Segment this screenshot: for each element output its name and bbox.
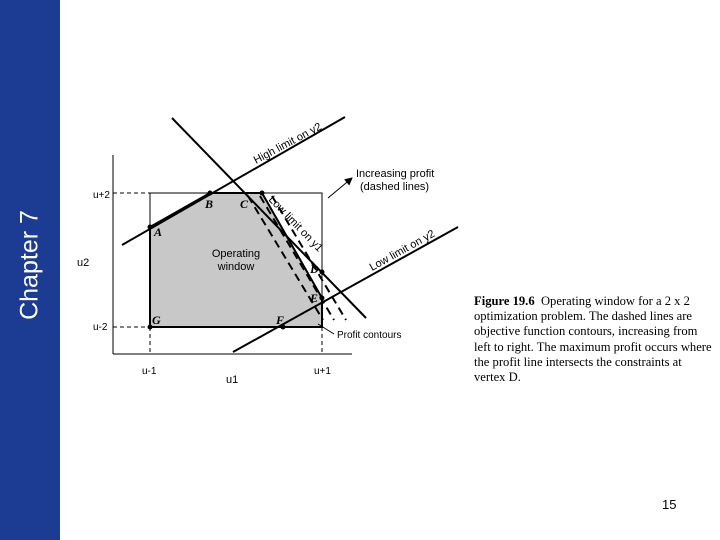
- vertex-g-label: G: [152, 313, 161, 327]
- low-limit-y2-line: [232, 226, 459, 353]
- figure-number: Figure 19.6: [474, 294, 535, 308]
- profit-contour-line: [271, 195, 347, 321]
- page-number: 15: [662, 497, 677, 512]
- low-limit-y1-line: [171, 117, 367, 319]
- u1-minus-label: u-1: [142, 366, 157, 377]
- low-limit-y2-label: Low limit on y2: [368, 228, 437, 274]
- vertex-b-dot: [207, 190, 213, 196]
- u2-axis-label: u2: [77, 257, 89, 269]
- vertex-d-label: D: [309, 262, 319, 276]
- operating-window-label-line1: Operating: [212, 248, 260, 260]
- figure-caption: Figure 19.6 Operating window for a 2 x 2…: [474, 294, 714, 385]
- profit-contours-leader: [317, 323, 335, 335]
- u2-plus-label: u+2: [93, 190, 110, 201]
- profit-contour-line: [247, 195, 324, 321]
- vertex-b-label: B: [204, 197, 213, 211]
- increasing-profit-sublabel: (dashed lines): [360, 181, 429, 193]
- operating-window-label-line2: window: [217, 261, 255, 273]
- vertex-e-label: E: [309, 291, 318, 305]
- u1-axis-label: u1: [226, 374, 238, 386]
- high-limit-y2-label: High limit on y2: [252, 121, 324, 167]
- vertex-f-label: F: [275, 313, 284, 327]
- chapter-sidebar: Chapter 7: [0, 0, 60, 540]
- input-bounds-rectangle: [149, 192, 323, 328]
- vertex-d-dot: [319, 269, 325, 275]
- figure-caption-text: Operating window for a 2 x 2 optimizatio…: [474, 294, 712, 385]
- vertex-c-label: C: [240, 197, 249, 211]
- vertex-f-dot: [280, 324, 286, 330]
- vertex-a-dot: [147, 224, 153, 230]
- vertex-c-dot: [259, 190, 265, 196]
- vertex-a-label: A: [153, 225, 162, 239]
- increasing-profit-label: Increasing profit: [356, 168, 434, 180]
- vertex-e-dot: [319, 295, 325, 301]
- vertex-g-dot: [147, 324, 153, 330]
- profit-contours-label: Profit contours: [337, 330, 401, 341]
- u1-plus-label: u+1: [314, 366, 331, 377]
- u2-minus-label: u-2: [93, 322, 108, 333]
- increasing-profit-arrow: [327, 177, 353, 199]
